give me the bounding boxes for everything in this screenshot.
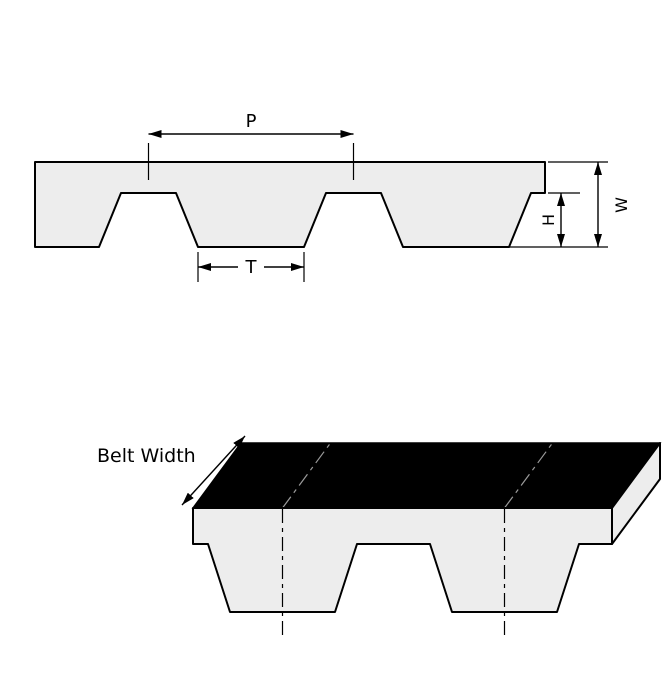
tooth-height-dimension: H <box>539 192 580 247</box>
belt-width-label: Belt Width <box>97 445 196 467</box>
belt-thickness-label: W <box>612 197 631 213</box>
top-face-centerline-2 <box>504 442 553 509</box>
belt-profile-shape <box>34 161 546 248</box>
belt-thickness-dimension: W <box>509 161 631 248</box>
cross-section-view: P T H W <box>34 111 631 282</box>
belt-width-annotation: Belt Width <box>97 435 246 506</box>
tooth-width-label: T <box>245 257 258 278</box>
tooth-height-label: H <box>539 214 558 226</box>
belt-top-face <box>191 442 662 509</box>
pitch-dimension: P <box>147 111 355 180</box>
tooth-width-dimension: T <box>197 252 305 282</box>
top-face-centerline-1 <box>282 442 331 509</box>
perspective-view: Belt Width <box>97 435 662 640</box>
belt-front-face <box>192 507 613 613</box>
pitch-label: P <box>246 111 257 132</box>
belt-width-arrow <box>181 435 246 506</box>
